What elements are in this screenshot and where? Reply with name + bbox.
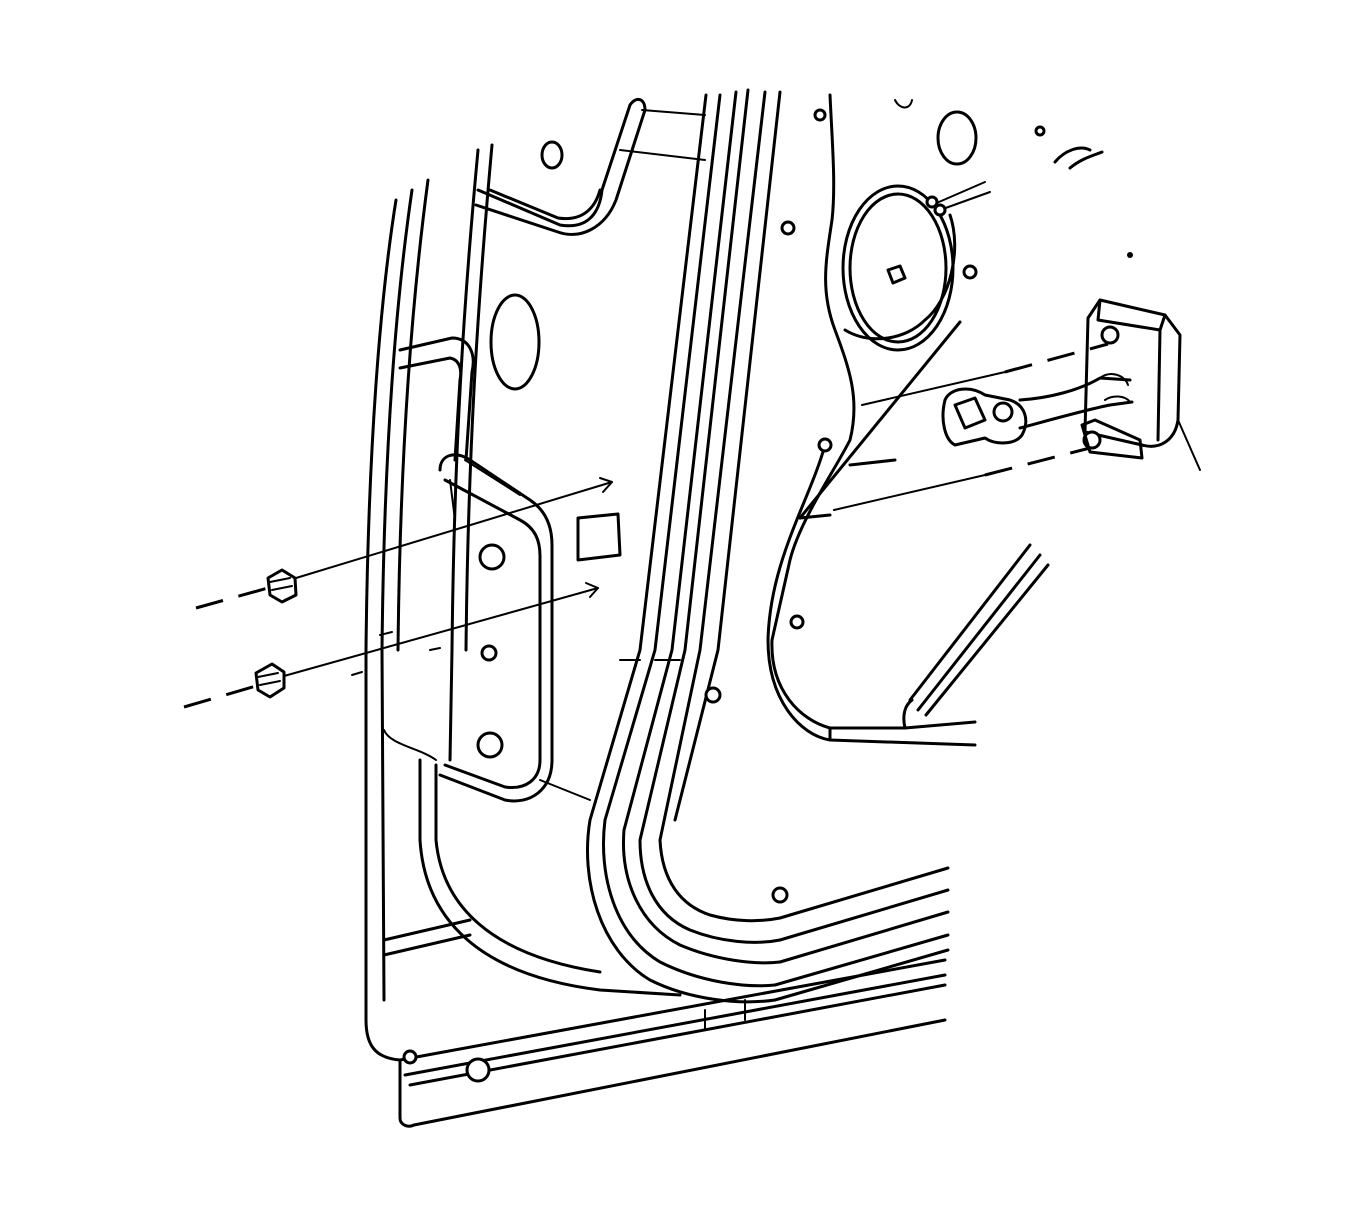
guide-line-upper-right	[861, 342, 1109, 406]
door-check-link-icon	[941, 298, 1201, 471]
check-link-nut-lower-icon	[183, 662, 286, 709]
door-frame-panel-icon	[351, 88, 1133, 1128]
guide-arrow-upper	[295, 477, 613, 579]
guide-line-lower-right	[833, 446, 1091, 511]
guide-arrow-lower	[283, 582, 599, 677]
check-link-nut-upper-icon	[195, 568, 298, 610]
